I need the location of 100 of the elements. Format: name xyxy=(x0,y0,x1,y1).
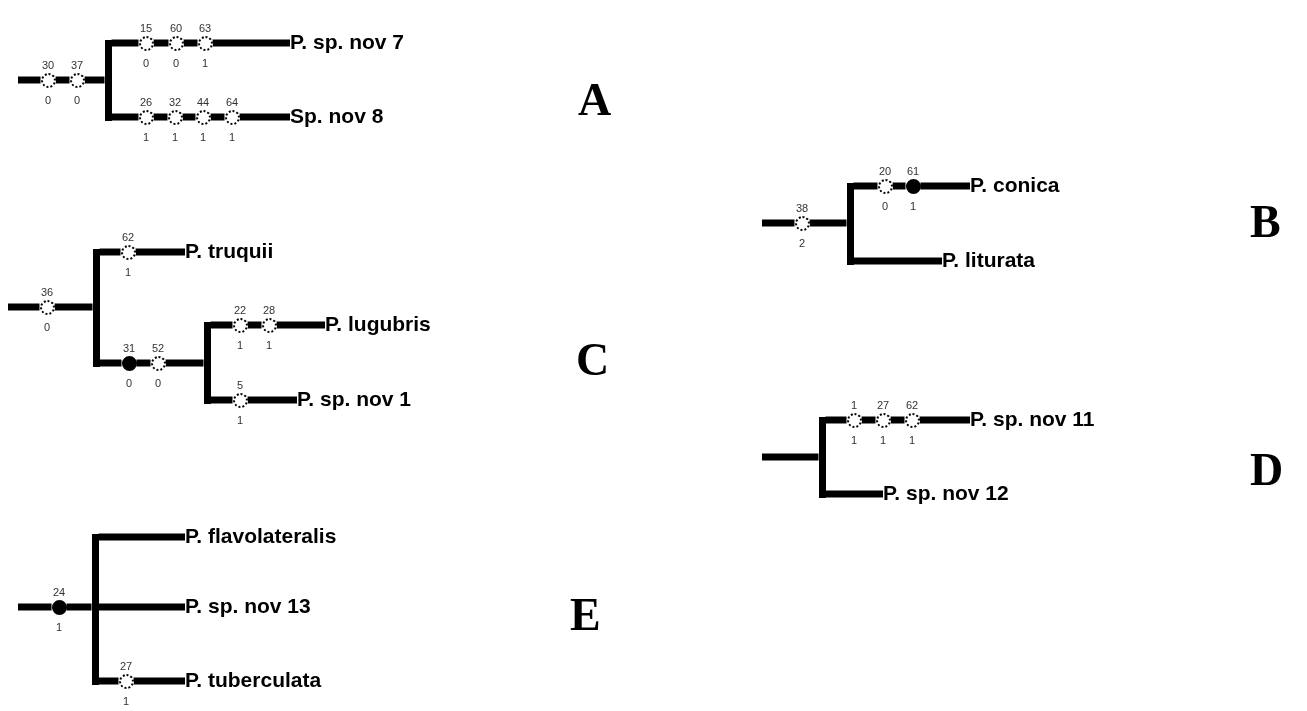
clade-bar xyxy=(818,416,826,498)
clade-bar xyxy=(846,182,854,265)
state-number: 1 xyxy=(122,694,130,708)
branch-line xyxy=(809,219,847,227)
filled-circle-marker xyxy=(905,178,921,194)
branch-line xyxy=(111,113,139,121)
character-number: 52 xyxy=(151,341,165,355)
state-number: 0 xyxy=(142,56,150,70)
clade-bar xyxy=(92,248,100,367)
branch-line xyxy=(210,321,233,329)
taxon-label: P. flavolateralis xyxy=(185,524,337,548)
panel-letter: E xyxy=(570,590,601,640)
character-number: 38 xyxy=(795,201,809,215)
character-number: 1 xyxy=(850,398,858,412)
open-circle-marker xyxy=(118,673,134,689)
branch-line xyxy=(165,359,204,367)
filled-circle-marker xyxy=(51,599,67,615)
state-number: 2 xyxy=(798,236,806,250)
state-number: 0 xyxy=(154,376,162,390)
panel-letter: C xyxy=(576,335,610,385)
taxon-label: P. sp. nov 13 xyxy=(185,594,311,618)
state-number: 1 xyxy=(236,338,244,352)
state-number: 1 xyxy=(909,199,917,213)
branch-line xyxy=(99,248,121,256)
branch-line xyxy=(247,321,262,329)
state-number: 0 xyxy=(172,56,180,70)
character-number: 61 xyxy=(906,164,920,178)
open-circle-marker xyxy=(138,109,154,125)
branch-line xyxy=(183,39,198,47)
state-number: 1 xyxy=(201,56,209,70)
open-circle-marker xyxy=(794,215,810,231)
open-circle-marker xyxy=(224,109,240,125)
open-circle-marker xyxy=(39,299,55,315)
character-number: 60 xyxy=(169,21,183,35)
character-number: 27 xyxy=(876,398,890,412)
character-number: 30 xyxy=(41,58,55,72)
taxon-label: P. liturata xyxy=(942,248,1035,272)
panel-letter: A xyxy=(578,75,612,125)
character-number: 64 xyxy=(225,95,239,109)
state-number: 1 xyxy=(265,338,273,352)
open-circle-marker xyxy=(69,72,85,88)
state-number: 1 xyxy=(199,130,207,144)
branch-line xyxy=(153,113,168,121)
open-circle-marker xyxy=(846,412,862,428)
branch-line xyxy=(84,76,105,84)
branch-line xyxy=(182,113,196,121)
state-number: 1 xyxy=(879,433,887,447)
character-number: 20 xyxy=(878,164,892,178)
branch-line xyxy=(853,182,878,190)
branch-line xyxy=(99,359,122,367)
panel-letter: D xyxy=(1250,445,1284,495)
panel-letter: B xyxy=(1250,197,1281,247)
filled-circle-marker xyxy=(121,355,137,371)
open-circle-marker xyxy=(875,412,891,428)
open-circle-marker xyxy=(150,355,166,371)
open-circle-marker xyxy=(232,317,248,333)
branch-line xyxy=(66,603,92,611)
character-number: 15 xyxy=(139,21,153,35)
taxon-label: P. sp. nov 1 xyxy=(297,387,411,411)
branch-line xyxy=(111,39,139,47)
character-number: 37 xyxy=(70,58,84,72)
state-number: 0 xyxy=(43,320,51,334)
taxon-label: P. tuberculata xyxy=(185,668,322,692)
open-circle-marker xyxy=(168,35,184,51)
branch-line xyxy=(861,416,876,424)
open-circle-marker xyxy=(138,35,154,51)
state-number: 1 xyxy=(236,413,244,427)
state-number: 0 xyxy=(881,199,889,213)
state-number: 0 xyxy=(44,93,52,107)
open-circle-marker xyxy=(195,109,211,125)
open-circle-marker xyxy=(167,109,183,125)
character-number: 62 xyxy=(905,398,919,412)
branch-line xyxy=(98,677,119,685)
open-circle-marker xyxy=(120,244,136,260)
open-circle-marker xyxy=(232,392,248,408)
character-number: 24 xyxy=(52,585,66,599)
state-number: 0 xyxy=(73,93,81,107)
character-number: 26 xyxy=(139,95,153,109)
open-circle-marker xyxy=(197,35,213,51)
open-circle-marker xyxy=(40,72,56,88)
open-circle-marker xyxy=(904,412,920,428)
state-number: 1 xyxy=(850,433,858,447)
character-number: 28 xyxy=(262,303,276,317)
taxon-label: P. conica xyxy=(970,173,1060,197)
clade-bar xyxy=(203,321,211,404)
branch-line xyxy=(825,416,847,424)
taxon-label: P. sp. nov 7 xyxy=(290,30,404,54)
character-number: 36 xyxy=(40,285,54,299)
branch-line xyxy=(153,39,169,47)
state-number: 0 xyxy=(125,376,133,390)
state-number: 1 xyxy=(908,433,916,447)
open-circle-marker xyxy=(877,178,893,194)
state-number: 1 xyxy=(228,130,236,144)
state-number: 1 xyxy=(55,620,63,634)
character-number: 5 xyxy=(236,378,244,392)
branch-line xyxy=(54,303,93,311)
character-number: 63 xyxy=(198,21,212,35)
state-number: 1 xyxy=(124,265,132,279)
state-number: 1 xyxy=(142,130,150,144)
branch-line xyxy=(890,416,905,424)
